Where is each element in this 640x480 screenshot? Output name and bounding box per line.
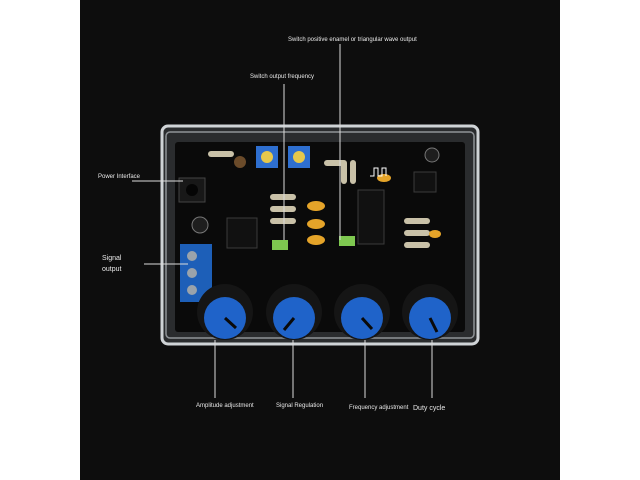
jumper-header — [339, 236, 355, 246]
ic-chip — [413, 171, 437, 193]
capacitor — [234, 156, 246, 168]
ic-chip — [226, 217, 258, 249]
label-duty-cycle: Duty cycle — [413, 405, 446, 412]
label-switch-frequency: Switch output frequency — [250, 74, 315, 80]
duty-cycle-knob — [402, 284, 458, 340]
amplitude-knob — [197, 284, 253, 340]
label-switch-waveform: Switch positive enamel or triangular wav… — [288, 37, 417, 43]
label-signal-output-2: output — [102, 266, 122, 273]
product-photo-panel: Switch positive enamel or triangular wav… — [80, 0, 560, 480]
signal-generator-photo — [132, 44, 480, 398]
label-frequency-adjustment: Frequency adjustment — [349, 405, 409, 411]
capacitor — [424, 147, 440, 163]
callout-lines — [132, 44, 433, 398]
signal-regulation-knob — [266, 284, 322, 340]
capacitor — [191, 216, 209, 234]
label-signal-output-1: Signal — [102, 255, 122, 262]
label-signal-regulation: Signal Regulation — [276, 403, 324, 409]
ic-chip — [357, 189, 385, 245]
waveform-silkscreen — [370, 167, 387, 177]
power-jack — [178, 177, 206, 203]
frequency-knob — [334, 284, 390, 340]
label-amplitude-adjustment: Amplitude adjustment — [196, 403, 254, 409]
label-power-interface: Power Interface — [98, 174, 141, 180]
jumper-header — [272, 240, 288, 250]
